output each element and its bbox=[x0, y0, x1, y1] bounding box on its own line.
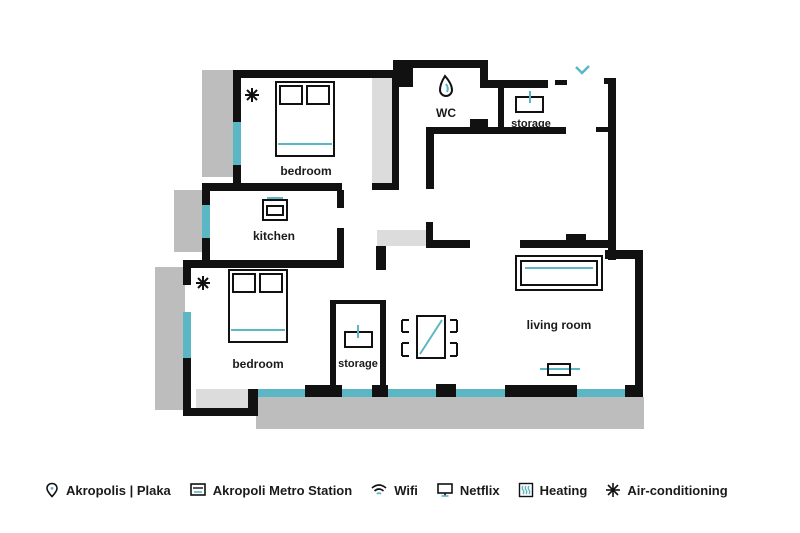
walls bbox=[183, 60, 643, 416]
floor-plan: bedroom kitchen WC storage bedroom stora… bbox=[155, 60, 644, 429]
wall bbox=[330, 300, 336, 390]
wall bbox=[605, 250, 643, 259]
wall bbox=[337, 228, 344, 268]
room-label-bedroom: bedroom bbox=[280, 164, 331, 178]
snowflake-icon bbox=[245, 88, 259, 102]
room-label-storage: storage bbox=[511, 118, 551, 130]
wall bbox=[183, 358, 191, 415]
legend-item-metro: Akropoli Metro Station bbox=[189, 482, 352, 498]
heating-icon bbox=[518, 482, 533, 498]
metro-icon bbox=[189, 483, 206, 496]
wall bbox=[372, 183, 399, 190]
window bbox=[342, 389, 372, 397]
bed-icon bbox=[228, 269, 288, 343]
windows bbox=[183, 122, 625, 397]
snowflake-icon bbox=[606, 483, 621, 497]
legend-label: Netflix bbox=[459, 482, 500, 498]
wall bbox=[233, 70, 241, 122]
water-drop-icon bbox=[438, 74, 454, 97]
wall bbox=[426, 240, 470, 248]
wall bbox=[305, 385, 342, 397]
wall bbox=[426, 127, 434, 189]
window bbox=[258, 389, 305, 397]
room-label-bedroom: bedroom bbox=[232, 357, 283, 371]
location-pin-icon bbox=[46, 482, 58, 498]
legend-label: Akropoli Metro Station bbox=[212, 482, 353, 498]
window bbox=[233, 122, 241, 165]
wall bbox=[376, 246, 386, 270]
legend-label: Heating bbox=[539, 482, 588, 498]
tv-unit-icon bbox=[540, 363, 580, 376]
closets bbox=[196, 78, 429, 409]
legend-label: Akropolis | Plaka bbox=[66, 482, 171, 498]
wall bbox=[330, 300, 386, 304]
legend-item-netflix: Netflix bbox=[436, 482, 500, 498]
wall bbox=[426, 222, 433, 248]
stove-icon bbox=[262, 197, 288, 221]
wall bbox=[248, 389, 258, 416]
wall bbox=[470, 119, 488, 130]
wall bbox=[202, 238, 210, 268]
room-label-living-room: living room bbox=[527, 318, 592, 332]
snowflake-icon bbox=[196, 276, 210, 290]
legend-item-ac: Air-conditioning bbox=[605, 482, 728, 498]
window bbox=[388, 389, 436, 397]
wall bbox=[436, 384, 456, 397]
balconies bbox=[155, 70, 644, 429]
tv-icon bbox=[437, 483, 453, 497]
window bbox=[577, 389, 625, 397]
wall bbox=[498, 84, 504, 130]
closet-bottom bbox=[196, 389, 248, 409]
wall bbox=[337, 190, 344, 208]
wall bbox=[555, 80, 567, 85]
wall bbox=[380, 300, 386, 390]
wall bbox=[202, 183, 342, 191]
window bbox=[202, 205, 210, 238]
legend-label: Wifi bbox=[394, 482, 418, 498]
wall bbox=[183, 260, 191, 285]
wall bbox=[426, 127, 566, 134]
wall bbox=[202, 183, 210, 205]
sofa-icon bbox=[515, 255, 603, 291]
storage-icon bbox=[515, 91, 544, 113]
wall bbox=[183, 408, 258, 416]
legend-item-heating: Heating bbox=[518, 482, 588, 498]
amenities-legend: Akropolis | Plaka Akropoli Metro Station… bbox=[44, 478, 764, 502]
wall bbox=[233, 165, 241, 190]
room-label-storage: storage bbox=[338, 358, 378, 370]
balcony-bottom bbox=[256, 397, 644, 429]
room-label-wc: WC bbox=[436, 106, 456, 120]
wall bbox=[233, 70, 393, 78]
wall bbox=[480, 80, 548, 88]
closet-top bbox=[372, 78, 392, 185]
wall bbox=[608, 78, 616, 260]
window bbox=[456, 389, 505, 397]
bed-icon bbox=[275, 81, 335, 157]
balcony-top-left bbox=[202, 70, 235, 177]
legend-item-location: Akropolis | Plaka bbox=[44, 482, 171, 498]
wall bbox=[480, 60, 488, 88]
room-label-kitchen: kitchen bbox=[253, 229, 295, 243]
wall bbox=[566, 234, 586, 248]
wall bbox=[596, 127, 608, 132]
window bbox=[183, 312, 191, 358]
wall bbox=[393, 60, 488, 68]
wifi-icon bbox=[371, 484, 387, 495]
wall bbox=[392, 78, 399, 188]
storage-icon bbox=[344, 325, 373, 348]
legend-item-wifi: Wifi bbox=[370, 482, 418, 498]
closet-mid bbox=[377, 230, 429, 246]
wall bbox=[183, 260, 344, 268]
balcony-bottom-left bbox=[155, 267, 185, 410]
dining-table-icon bbox=[401, 315, 458, 359]
entrance-arrow-icon bbox=[575, 65, 590, 75]
legend-label: Air-conditioning bbox=[627, 482, 728, 498]
wall bbox=[635, 250, 643, 397]
wall bbox=[505, 385, 577, 397]
balcony-kitchen bbox=[174, 190, 204, 252]
